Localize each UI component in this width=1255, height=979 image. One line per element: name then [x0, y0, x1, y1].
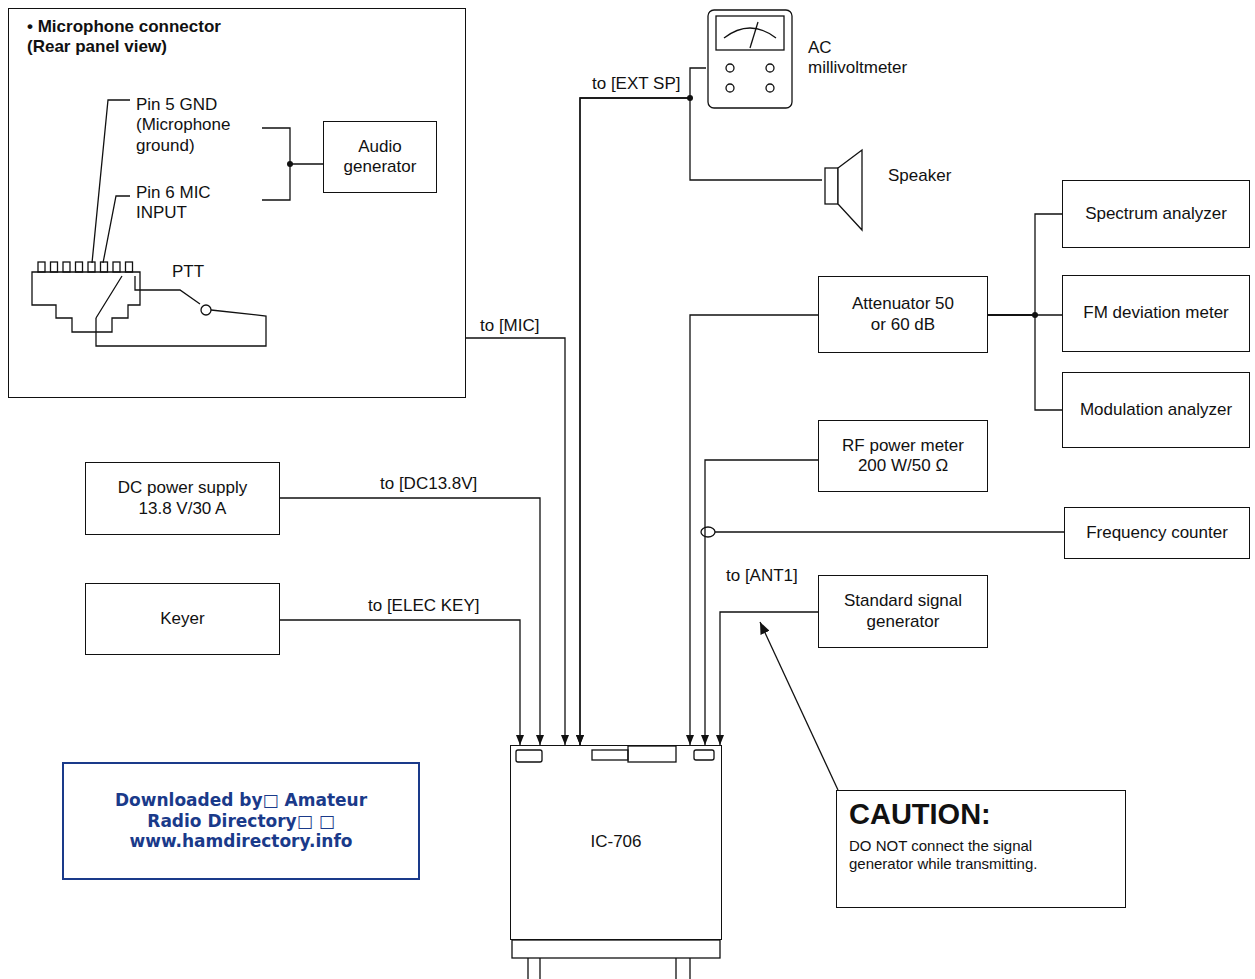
- node-text: Modulation analyzer: [1080, 400, 1232, 420]
- instrument-box: FM deviation meter: [1062, 275, 1250, 352]
- node-text: RF power meter 200 W/50 Ω: [833, 436, 973, 477]
- node-text: Keyer: [160, 609, 204, 629]
- jack-pin: [38, 262, 45, 272]
- modular-jack: [32, 272, 140, 332]
- caution-box: CAUTION: DO NOT connect the signal genera…: [836, 790, 1126, 908]
- jack-pin: [63, 262, 70, 272]
- node-text: AC millivoltmeter: [808, 38, 906, 79]
- node-text: Speaker: [888, 166, 951, 186]
- node-text: DO NOT connect the signal generator whil…: [849, 837, 1054, 873]
- port-label: to [ANT1]: [724, 566, 800, 586]
- rear-connector: [628, 746, 676, 762]
- signal-connector: [690, 315, 818, 745]
- instrument-box: DC power supply 13.8 V/30 A: [85, 462, 280, 535]
- port-label: to [EXT SP]: [590, 74, 683, 94]
- node-text: Downloaded by□ Amateur Radio Directory□ …: [91, 790, 391, 851]
- speaker-icon: [822, 148, 866, 232]
- instrument-box: Attenuator 50 or 60 dB: [818, 276, 988, 353]
- pin5-leader: [92, 100, 130, 263]
- millivoltmeter-icon: [706, 8, 796, 110]
- signal-connector: [720, 612, 818, 745]
- instrument-box: Modulation analyzer: [1062, 372, 1250, 448]
- speaker-device: Speaker: [822, 148, 972, 232]
- audio-bracket: [262, 128, 330, 200]
- jack-pins: [38, 262, 133, 272]
- signal-connector: [580, 68, 706, 745]
- jack-pin: [76, 262, 83, 272]
- pin6-leader: [103, 196, 130, 263]
- ptt-contact: [201, 305, 211, 315]
- front-panel: [512, 940, 720, 958]
- node-text: IC-706: [590, 832, 641, 852]
- node-text: FM deviation meter: [1083, 303, 1229, 323]
- pin-label: Pin 5 GND (Microphone ground): [136, 95, 248, 156]
- instrument-box: Audio generator: [323, 121, 437, 193]
- signal-connector: [988, 315, 1062, 410]
- switch-label: PTT: [172, 262, 232, 282]
- node-text: DC power supply 13.8 V/30 A: [108, 478, 258, 519]
- ic706-details: [512, 746, 720, 979]
- feet: [528, 958, 690, 979]
- node-text: Standard signal generator: [827, 591, 979, 632]
- panel-heading: • Microphone connector (Rear panel view): [27, 17, 242, 58]
- antenna-jack: [694, 750, 714, 760]
- signal-connector: [715, 531, 1064, 532]
- connector-panel: • Microphone connector (Rear panel view)…: [8, 8, 466, 398]
- signal-connector: [280, 620, 520, 745]
- pickup-loop: [701, 527, 715, 537]
- jack-pin: [88, 262, 95, 272]
- instrument-box: Frequency counter: [1064, 507, 1250, 559]
- meter-instrument: AC millivoltmeter: [706, 8, 906, 110]
- node-text: Audio generator: [332, 137, 428, 178]
- port-label: to [ELEC KEY]: [366, 596, 482, 616]
- instrument-box: Spectrum analyzer: [1062, 180, 1250, 248]
- junction-dot: [287, 161, 293, 167]
- jack-pin: [126, 262, 133, 272]
- instrument-box: Standard signal generator: [818, 575, 988, 648]
- signal-connector: [988, 214, 1062, 315]
- rear-jack: [516, 750, 542, 762]
- node-text: Attenuator 50 or 60 dB: [843, 294, 963, 335]
- ptt-wire: [96, 276, 200, 318]
- signal-connector: [580, 98, 822, 745]
- watermark-box: Downloaded by□ Amateur Radio Directory□ …: [62, 762, 420, 880]
- port-label: to [MIC]: [478, 316, 542, 336]
- transceiver-body: IC-706: [510, 745, 722, 940]
- node-text: Frequency counter: [1086, 523, 1228, 543]
- instrument-box: RF power meter 200 W/50 Ω: [818, 420, 988, 492]
- signal-connector: [466, 338, 565, 745]
- port-label: to [DC13.8V]: [378, 474, 479, 494]
- instrument-box: Keyer: [85, 583, 280, 655]
- rear-connector: [592, 750, 628, 760]
- caution-heading: CAUTION:: [849, 799, 1113, 831]
- signal-connector: [280, 498, 540, 745]
- pin-label: Pin 6 MIC INPUT: [136, 183, 248, 224]
- node-text: Spectrum analyzer: [1085, 204, 1227, 224]
- ptt-return-wire: [96, 310, 266, 346]
- jack-pin: [101, 262, 108, 272]
- jack-pin: [113, 262, 120, 272]
- jack-pin: [51, 262, 58, 272]
- signal-connector: [705, 460, 818, 745]
